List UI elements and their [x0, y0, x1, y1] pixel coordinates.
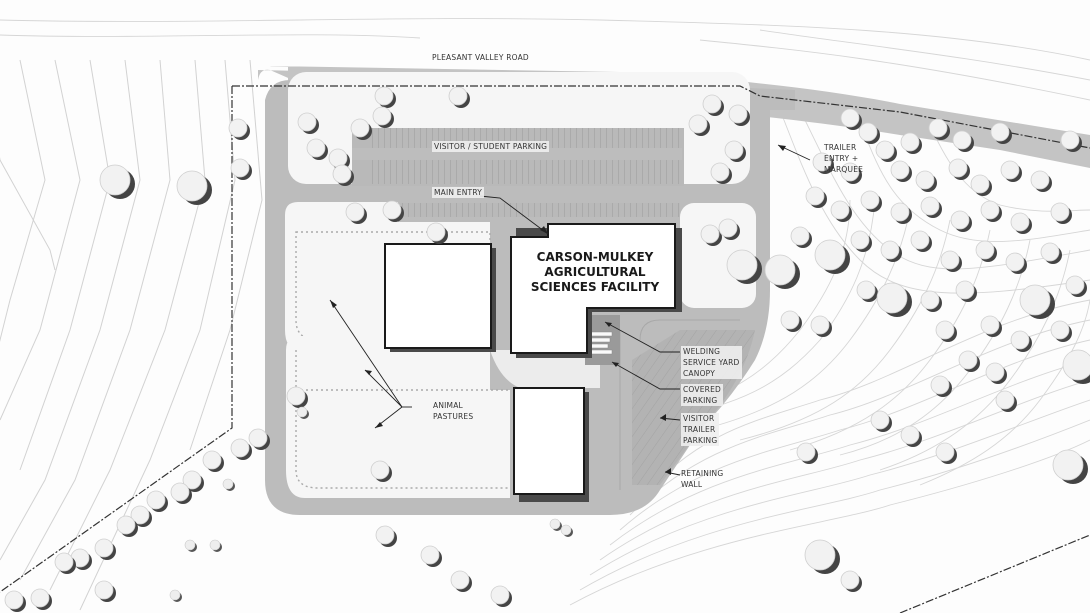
- animal-pastures-label: ANIMAL PASTURES: [433, 401, 474, 421]
- covered-parking-label: COVERED PARKING: [681, 384, 724, 406]
- road-label: PLEASANT VALLEY ROAD: [432, 53, 529, 62]
- contour-lines-west: [0, 59, 263, 611]
- property-line: [232, 85, 1090, 149]
- retaining-wall-label: RETAINING WALL: [681, 469, 724, 489]
- welding-canopy-label: WELDING SERVICE YARD CANOPY: [681, 346, 742, 379]
- visitor-trailer-parking-label: VISITOR TRAILER PARKING: [681, 413, 720, 446]
- west-pasture-south-island: [286, 336, 510, 498]
- leader-lines: [329, 144, 811, 476]
- trailer-entry-label: TRAILER ENTRY + MARQUEE: [824, 143, 864, 174]
- parking-label: VISITOR / STUDENT PARKING: [432, 141, 550, 152]
- main-entry-label: MAIN ENTRY: [432, 187, 485, 198]
- barn-building-west: [384, 243, 492, 349]
- barn-building-south: [513, 387, 585, 495]
- building-title: CARSON-MULKEY AGRICULTURAL SCIENCES FACI…: [530, 250, 660, 294]
- arrowheads: [330, 145, 786, 475]
- main-facility-building: [510, 223, 676, 354]
- forest-east: [764, 108, 1090, 593]
